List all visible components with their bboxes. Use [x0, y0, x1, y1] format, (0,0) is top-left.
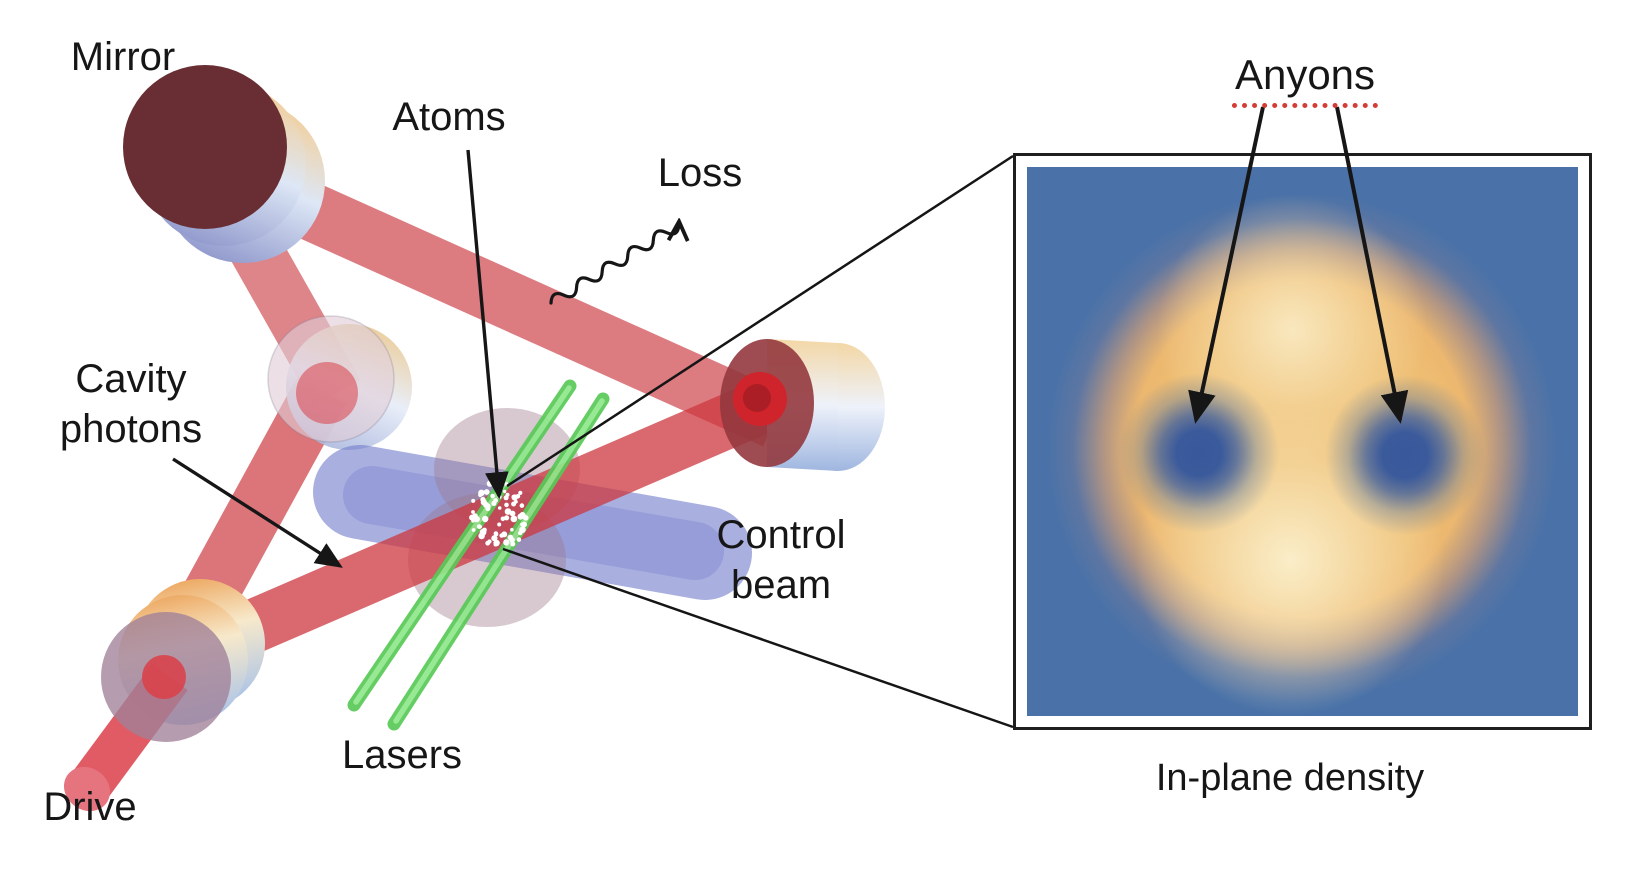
mirror-middle [267, 315, 412, 450]
atom-cloud [408, 408, 580, 627]
cavity-photons-label: Cavity photons [60, 354, 202, 454]
atom-dots [469, 478, 529, 547]
control-beam-label-line2: beam [730, 563, 832, 607]
cavity-beam-left-upper [198, 176, 361, 407]
drive-beam [70, 663, 188, 802]
cavity-beam-top [240, 158, 787, 447]
cavity-beam-bottom [169, 378, 781, 683]
cavity-photons-label-line1: Cavity [75, 357, 187, 401]
density-heatmap [1027, 167, 1578, 716]
anyons-label: Anyons [1231, 50, 1379, 108]
cavity-photons-label-line2: photons [59, 407, 203, 451]
loss-arrow [549, 220, 682, 305]
laser-beams [347, 379, 610, 731]
loss-label: Loss [657, 151, 743, 195]
drive-label: Drive [43, 785, 137, 829]
atoms-label: Atoms [392, 95, 506, 139]
inset-caption: In-plane density [1155, 757, 1425, 799]
lasers-label: Lasers [341, 733, 463, 777]
control-beam-label-line1: Control [716, 513, 846, 557]
atoms-arrow [466, 149, 509, 500]
control-beam [313, 445, 752, 600]
density-inset-box [1013, 153, 1592, 730]
cavity-photons-arrow [172, 457, 343, 568]
mirror-label: Mirror [70, 35, 176, 79]
control-beam-label: Control beam [717, 510, 846, 610]
mirror-top-left [123, 65, 325, 263]
inset-connector-lines [502, 154, 1014, 729]
mirror-right [720, 339, 885, 471]
